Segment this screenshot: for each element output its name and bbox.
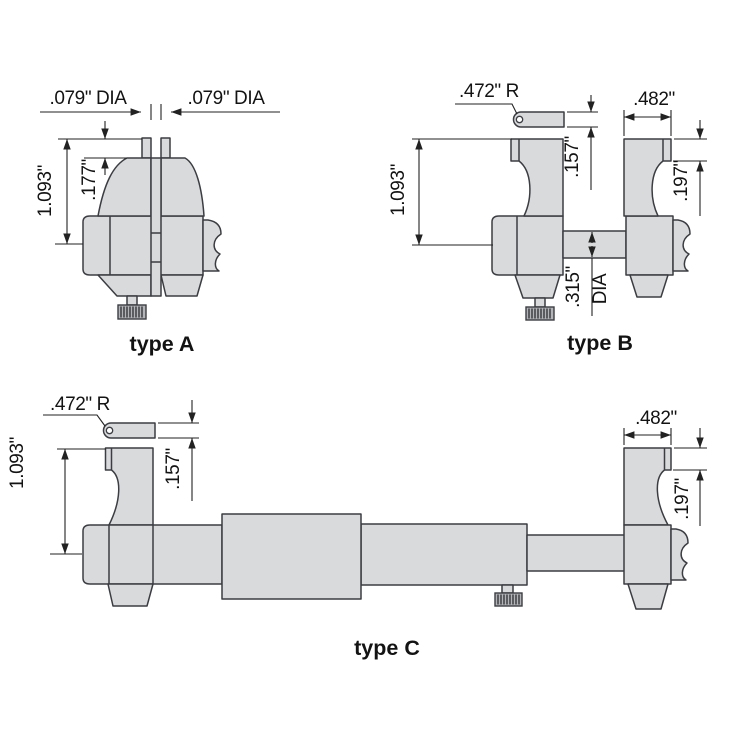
type-a-right-taper <box>160 274 204 297</box>
type-b-bar-dia-label: .315" <box>563 266 584 308</box>
type-b-right-taper <box>629 274 669 298</box>
type-a-caption: type A <box>130 332 195 356</box>
type-c-screw-shaft <box>501 584 514 594</box>
type-a-right-pin <box>160 137 171 159</box>
figure-type-b: .472" R .157" 1.093" .482" .197" .315" D… <box>388 81 707 355</box>
type-a-tip-label: .177" <box>79 159 100 201</box>
type-a-right-jaw <box>160 157 205 217</box>
type-a-body-band <box>82 215 204 276</box>
type-b-rod-radius-face <box>515 115 524 124</box>
type-c-rod-leader <box>43 414 106 427</box>
type-c-main-bar <box>360 523 528 586</box>
type-a-left-jaw <box>97 157 152 217</box>
type-b-rod-dia-label: .157" <box>562 136 583 178</box>
type-b-bar-dia-word: DIA <box>590 273 611 304</box>
type-b-rod-radius-label: .472" R <box>459 81 519 102</box>
type-c-right-jaw-band <box>623 524 672 585</box>
type-c-extension-rod <box>526 534 630 572</box>
type-b-contact-rod <box>512 111 565 128</box>
type-b-left-taper <box>514 274 561 299</box>
type-b-screw-shaft <box>534 297 546 308</box>
type-c-rod-radius-label: .472" R <box>50 394 110 415</box>
type-a-length-label: 1.093" <box>35 165 56 217</box>
figure-type-a: .079" DIA .079" DIA 1.093" .177" type A <box>35 88 280 356</box>
type-c-contact-rod <box>102 422 156 439</box>
type-a-body <box>82 137 222 320</box>
type-c-left-taper <box>107 583 154 607</box>
figure-type-c: .472" R .157" 1.093" .482" .197" type C <box>7 394 707 660</box>
type-a-dia-label-left: .079" DIA <box>49 88 127 109</box>
type-c-body <box>82 422 689 610</box>
type-b-length-label: 1.093" <box>388 164 409 216</box>
type-c-dimensions: .472" R .157" 1.093" .482" .197" <box>7 394 707 555</box>
type-c-cylinder-break <box>670 528 689 581</box>
type-a-left-taper <box>97 274 152 297</box>
type-b-body <box>491 111 691 321</box>
type-b-left-arm <box>510 138 564 217</box>
type-b-caption: type B <box>567 331 633 355</box>
type-b-right-band-block <box>625 215 674 276</box>
type-c-step-depth-label: .197" <box>672 478 693 520</box>
type-c-right-taper <box>627 583 669 610</box>
type-b-middle-bar <box>562 230 627 259</box>
type-b-right-arm <box>623 138 672 217</box>
type-c-head-width-label: .482" <box>635 408 677 429</box>
type-a-cylinder-break <box>202 219 222 272</box>
type-b-screw-knurling <box>528 308 551 319</box>
type-b-dimensions: .472" R .157" 1.093" .482" .197" .315" D… <box>388 81 707 316</box>
type-a-center-spindle <box>150 157 162 297</box>
type-b-rod-leader <box>455 103 518 115</box>
type-c-length-label: 1.093" <box>7 437 28 489</box>
type-c-left-arm-band <box>108 524 154 585</box>
type-c-screw-head <box>494 592 523 607</box>
type-c-left-arm <box>104 447 154 526</box>
type-b-step-depth-label: .197" <box>671 160 692 202</box>
type-a-dia-label-right: .079" DIA <box>187 88 265 109</box>
type-b-head-width-label: .482" <box>633 89 675 110</box>
type-c-rod-radius-face <box>105 426 114 435</box>
type-b-left-band-block <box>491 215 564 276</box>
type-c-center-block <box>221 513 362 600</box>
type-c-caption: type C <box>354 636 420 660</box>
type-c-rod-dia-label: .157" <box>163 448 184 490</box>
type-a-screw-knurling <box>120 306 143 318</box>
type-c-screw-knurling <box>497 594 520 605</box>
type-b-cylinder-break <box>672 219 691 272</box>
type-a-dimensions: .079" DIA .079" DIA 1.093" .177" <box>35 88 280 245</box>
type-a-screw-shaft <box>126 295 138 306</box>
type-a-left-pin <box>141 137 152 159</box>
